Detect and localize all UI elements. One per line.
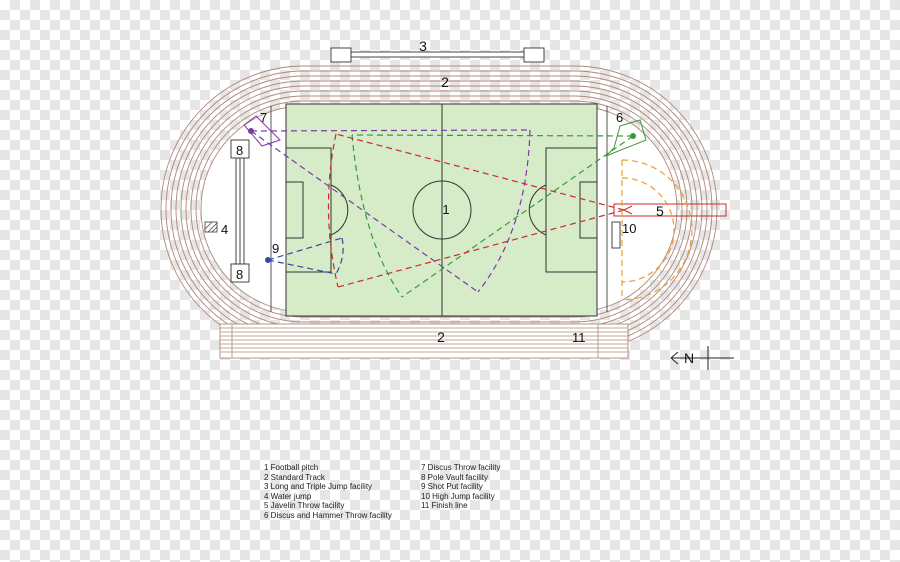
pole-vault-runway [230, 139, 250, 283]
legend-item: 8 Pole Vault facility [421, 472, 488, 482]
legend-right: 7 Discus Throw facility 8 Pole Vault fac… [421, 463, 500, 511]
javelin-runway [613, 203, 727, 217]
sprint-straight [219, 323, 629, 359]
center-circle [412, 180, 472, 240]
legend-item: 11 Finish line [421, 501, 468, 511]
legend-item: 10 High Jump facility [421, 491, 495, 501]
label-discus: 7 [260, 110, 267, 125]
legend-item: 5 Javelin Throw facility [264, 501, 345, 511]
track-lane-line [195, 100, 683, 318]
legend-item: 7 Discus Throw facility [421, 463, 501, 472]
label-finish: 11 [572, 330, 586, 345]
discus-circle-7 [248, 128, 254, 134]
discus-hammer-circle-6 [630, 133, 636, 139]
high-jump-landing [611, 221, 621, 249]
label-javelin: 5 [656, 203, 664, 219]
long-jump-runway [330, 47, 545, 63]
label-track-top: 2 [441, 74, 449, 90]
label-high-jump: 10 [622, 221, 636, 236]
legend-left: 1 Football pitch 2 Standard Track 3 Long… [264, 463, 392, 521]
discus-hammer-sector [351, 119, 647, 298]
label-pitch: 1 [442, 202, 449, 217]
label-shot-put: 9 [272, 241, 279, 256]
legend-item: 1 Football pitch [264, 463, 319, 472]
label-long-jump: 3 [419, 38, 427, 54]
label-north: N [684, 350, 694, 366]
legend-item: 3 Long and Triple Jump facility [264, 482, 373, 492]
high-jump-fan [621, 159, 693, 301]
label-track-bottom: 2 [437, 329, 445, 345]
shot-put-circle [265, 257, 271, 263]
legend-item: 9 Shot Put facility [421, 482, 483, 492]
north-arrow [670, 346, 734, 370]
discus-sector [243, 115, 531, 293]
label-pole-vault-bottom: 8 [236, 267, 243, 282]
label-pole-vault-top: 8 [236, 143, 243, 158]
legend-item: 6 Discus and Hammer Throw facility [264, 510, 392, 520]
legend-item: 2 Standard Track [264, 472, 325, 482]
football-pitch [285, 103, 598, 317]
shot-put-sector [267, 237, 344, 275]
legend-item: 4 Water jump [264, 491, 312, 501]
label-discus-hammer: 6 [616, 110, 623, 125]
label-water-jump: 4 [221, 222, 228, 237]
track-lane-line [190, 95, 688, 323]
